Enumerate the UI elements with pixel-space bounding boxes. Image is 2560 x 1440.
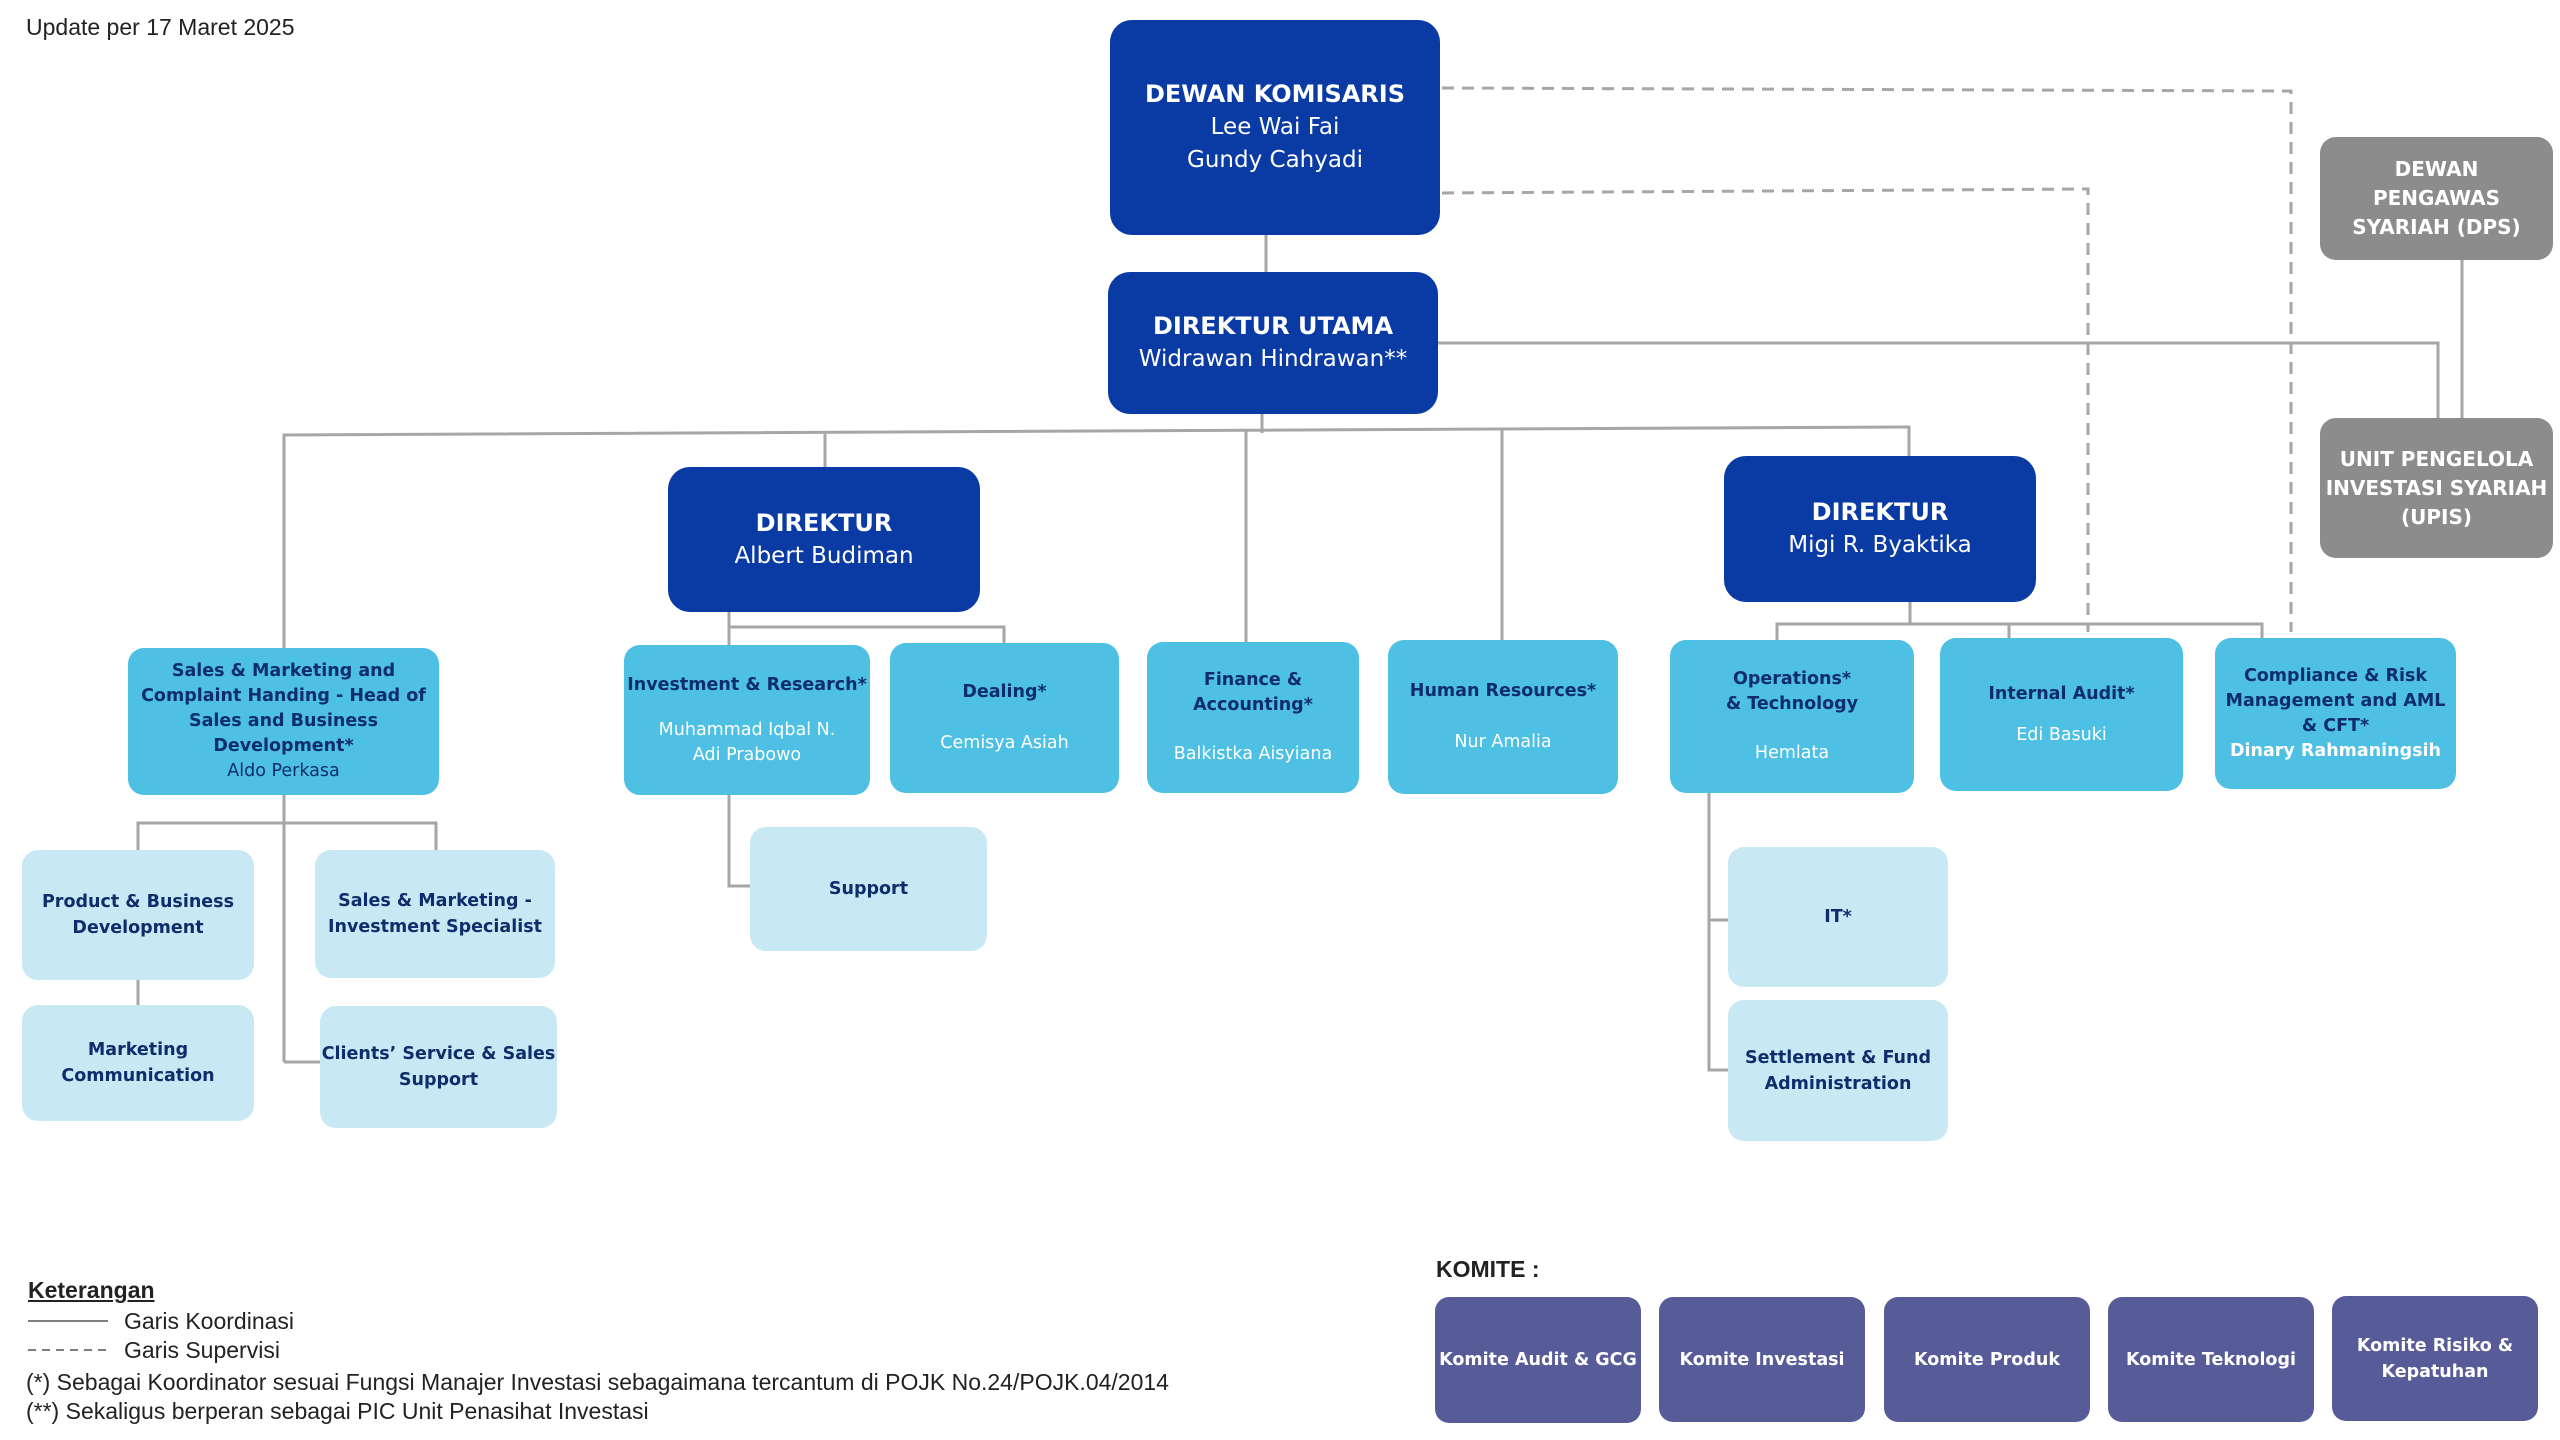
support-label: Support: [828, 879, 909, 899]
dealing-unit-box[interactable]: Dealing* Cemisya Asiah: [890, 643, 1119, 793]
komite-audit-gcg-box[interactable]: Komite Audit & GCG: [1435, 1297, 1641, 1423]
legend-solid-label: Garis Koordinasi: [124, 1308, 295, 1334]
upis-line: (UPIS): [2400, 504, 2473, 529]
marketing-communication-line: Communication: [61, 1066, 215, 1086]
direktur-albert-box[interactable]: DIREKTUR Albert Budiman: [668, 467, 980, 612]
settlement-fund-line: Settlement & Fund: [1745, 1047, 1931, 1068]
komite-heading: KOMITE :: [1436, 1256, 1540, 1282]
clients-service-box[interactable]: Clients’ Service & Sales Support: [320, 1006, 557, 1128]
human-resources-unit-name: Nur Amalia: [1454, 732, 1552, 752]
upis-line: INVESTASI SYARIAH: [2325, 475, 2548, 500]
compliance-risk-unit-line: Compliance & Risk: [2243, 665, 2428, 686]
investment-research-unit-title: Investment & Research*: [627, 674, 867, 695]
sales-investment-specialist-line: Investment Specialist: [327, 917, 542, 937]
sales-marketing-unit-box[interactable]: Sales & Marketing and Complaint Handing …: [128, 648, 439, 795]
sales-investment-specialist-box[interactable]: Sales & Marketing - Investment Specialis…: [315, 850, 555, 978]
clients-service-line: Support: [398, 1070, 479, 1090]
internal-audit-unit-name: Edi Basuki: [2016, 724, 2107, 745]
dps-line: DEWAN: [2394, 157, 2479, 181]
clients-service-line: Clients’ Service & Sales: [321, 1044, 556, 1064]
operations-technology-unit-box[interactable]: Operations* & Technology Hemlata: [1670, 640, 1914, 793]
investment-research-unit-name: Muhammad Iqbal N.: [658, 719, 836, 740]
dps-line: PENGAWAS: [2372, 186, 2501, 210]
finance-accounting-unit-box[interactable]: Finance & Accounting* Balkistka Aisyiana: [1147, 642, 1359, 793]
product-business-line: Product & Business: [41, 892, 235, 912]
legend-note-pic: (**) Sekaligus berperan sebagai PIC Unit…: [26, 1398, 649, 1424]
human-resources-unit-box[interactable]: Human Resources* Nur Amalia: [1388, 640, 1618, 794]
direktur-albert-name: Albert Budiman: [734, 542, 914, 569]
direktur-albert-title: DIREKTUR: [755, 508, 893, 537]
komite-teknologi-box[interactable]: Komite Teknologi: [2108, 1297, 2314, 1422]
it-label: IT*: [1824, 907, 1852, 927]
komite-risiko-kepatuhan-line: Komite Risiko &: [2356, 1335, 2514, 1356]
direktur-utama-box[interactable]: DIREKTUR UTAMA Widrawan Hindrawan**: [1108, 272, 1438, 414]
investment-research-unit-box[interactable]: Investment & Research* Muhammad Iqbal N.…: [624, 645, 870, 795]
sales-marketing-unit-line: Complaint Handing - Head of: [141, 686, 426, 706]
dewan-komisaris-member: Gundy Cahyadi: [1187, 147, 1363, 173]
it-box[interactable]: IT*: [1728, 847, 1948, 987]
dealing-unit-title: Dealing*: [962, 682, 1047, 702]
operations-technology-unit-name: Hemlata: [1754, 743, 1830, 763]
komite-risiko-kepatuhan-line: Kepatuhan: [2381, 1361, 2489, 1382]
direktur-migi-box[interactable]: DIREKTUR Migi R. Byaktika: [1724, 456, 2036, 602]
marketing-communication-box[interactable]: Marketing Communication: [22, 1005, 254, 1121]
dewan-komisaris-member: Lee Wai Fai: [1210, 114, 1340, 140]
settlement-fund-line: Administration: [1764, 1073, 1912, 1094]
dps-box[interactable]: DEWAN PENGAWAS SYARIAH (DPS): [2320, 137, 2553, 260]
komite-produk-box[interactable]: Komite Produk: [1884, 1297, 2090, 1422]
operations-technology-unit-line: Operations*: [1732, 669, 1852, 689]
legend-dashed-label: Garis Supervisi: [124, 1337, 280, 1363]
dps-line: SYARIAH (DPS): [2352, 215, 2521, 239]
upis-line: UNIT PENGELOLA: [2339, 446, 2534, 471]
sales-marketing-unit-name: Aldo Perkasa: [227, 761, 340, 781]
compliance-risk-unit-name: Dinary Rahmaningsih: [2229, 740, 2442, 761]
direktur-migi-title: DIREKTUR: [1811, 498, 1949, 526]
sales-marketing-unit-line: Sales & Marketing and: [171, 661, 396, 681]
compliance-risk-unit-box[interactable]: Compliance & Risk Management and AML & C…: [2215, 638, 2456, 789]
sales-marketing-unit-line: Sales and Business: [188, 711, 379, 731]
direktur-utama-name: Widrawan Hindrawan**: [1138, 346, 1408, 372]
human-resources-unit-title: Human Resources*: [1409, 681, 1597, 701]
komite-investasi-label: Komite Investasi: [1679, 1349, 1845, 1370]
marketing-communication-line: Marketing: [87, 1040, 189, 1060]
komite-risiko-kepatuhan-box[interactable]: Komite Risiko & Kepatuhan: [2332, 1296, 2538, 1421]
komite-audit-gcg-label: Komite Audit & GCG: [1439, 1350, 1637, 1370]
dewan-komisaris-box[interactable]: DEWAN KOMISARIS Lee Wai Fai Gundy Cahyad…: [1110, 20, 1440, 235]
product-business-box[interactable]: Product & Business Development: [22, 850, 254, 980]
product-business-line: Development: [72, 918, 204, 938]
legend-heading: Keterangan: [28, 1277, 155, 1303]
upis-box[interactable]: UNIT PENGELOLA INVESTASI SYARIAH (UPIS): [2320, 418, 2553, 558]
investment-research-unit-name: Adi Prabowo: [692, 744, 802, 765]
finance-accounting-unit-line: Accounting*: [1193, 695, 1313, 715]
support-box[interactable]: Support: [750, 827, 987, 951]
compliance-risk-unit-line: Management and AML: [2225, 690, 2446, 711]
komite-investasi-box[interactable]: Komite Investasi: [1659, 1297, 1865, 1422]
sales-marketing-unit-line: Development*: [213, 736, 354, 756]
compliance-risk-unit-line: & CFT*: [2301, 715, 2370, 736]
finance-accounting-unit-name: Balkistka Aisyiana: [1173, 744, 1333, 764]
dewan-komisaris-title: DEWAN KOMISARIS: [1144, 80, 1405, 108]
legend-note-coordinator: (*) Sebagai Koordinator sesuai Fungsi Ma…: [26, 1369, 1169, 1395]
komite-produk-label: Komite Produk: [1914, 1349, 2060, 1370]
internal-audit-unit-title: Internal Audit*: [1988, 683, 2135, 704]
operations-technology-unit-line: & Technology: [1725, 694, 1859, 714]
finance-accounting-unit-line: Finance &: [1203, 670, 1303, 690]
komite-teknologi-label: Komite Teknologi: [2126, 1349, 2296, 1370]
update-note: Update per 17 Maret 2025: [26, 14, 295, 40]
direktur-utama-title: DIREKTUR UTAMA: [1152, 312, 1394, 340]
dealing-unit-name: Cemisya Asiah: [940, 733, 1069, 753]
settlement-fund-box[interactable]: Settlement & Fund Administration: [1728, 1000, 1948, 1141]
direktur-migi-name: Migi R. Byaktika: [1788, 532, 1972, 558]
sales-investment-specialist-line: Sales & Marketing -: [338, 891, 532, 911]
internal-audit-unit-box[interactable]: Internal Audit* Edi Basuki: [1940, 638, 2183, 791]
